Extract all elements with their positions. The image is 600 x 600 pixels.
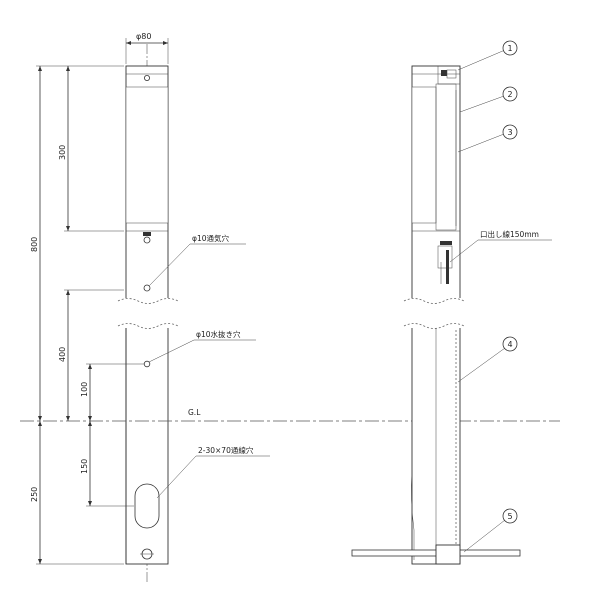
side-perforated-pattern: [411, 86, 437, 224]
callout-3: 3: [508, 128, 513, 137]
wire-hole-label: 2-30×70通線穴: [198, 445, 254, 455]
vent-hole-lower: [143, 284, 151, 292]
wire-lead-label: 口出し線150mm: [480, 229, 539, 239]
side-post-base: [435, 544, 461, 565]
side-break-gap: [404, 298, 466, 328]
band-screw-mark: [143, 232, 151, 236]
side-view: [351, 65, 521, 565]
dim-hole-height: 100: [80, 382, 89, 397]
drain-hole: [143, 360, 151, 368]
wire-lead-block: [440, 241, 452, 245]
dim-embed-depth: 250: [30, 487, 39, 502]
side-annotations: 口出し線150mm: [449, 229, 552, 263]
wiring-slot: [134, 483, 160, 529]
callout-5: 5: [508, 512, 513, 521]
side-lower-profile: [411, 469, 415, 560]
callout-bubble-5: [502, 508, 518, 524]
callout-4: 4: [508, 340, 513, 349]
dim-width: φ80: [136, 32, 151, 41]
callout-1: 1: [508, 44, 513, 53]
front-annotations: φ10通気穴 φ10水抜き穴 2-30×70通線穴: [148, 233, 270, 499]
vent-hole: [143, 236, 151, 244]
dimension-lines: φ80 800 300 400 100 150: [30, 32, 169, 565]
top-screw: [143, 75, 150, 82]
ground-line-label: G.L: [188, 408, 201, 417]
callout-bubble-4: [502, 336, 518, 352]
top-cap: [437, 65, 461, 85]
dim-slot-depth: 150: [80, 459, 89, 474]
front-view: [117, 44, 179, 582]
wire-lead: [446, 250, 449, 284]
led-module: [441, 70, 447, 76]
callout-2: 2: [508, 90, 513, 99]
front-break-gap: [120, 298, 174, 328]
callout-bubble-1: [502, 40, 518, 56]
callout-bubble-3: [502, 124, 518, 140]
drain-hole-label: φ10水抜き穴: [196, 329, 241, 339]
dim-lower: 400: [58, 347, 67, 362]
callouts: 1 2 3 4 5: [457, 40, 518, 553]
callout-bubble-2: [502, 86, 518, 102]
dim-upper: 300: [58, 145, 67, 160]
dim-total: 800: [30, 237, 39, 252]
perforated-pattern: [125, 86, 169, 224]
vent-hole-label: φ10通気穴: [192, 233, 229, 243]
